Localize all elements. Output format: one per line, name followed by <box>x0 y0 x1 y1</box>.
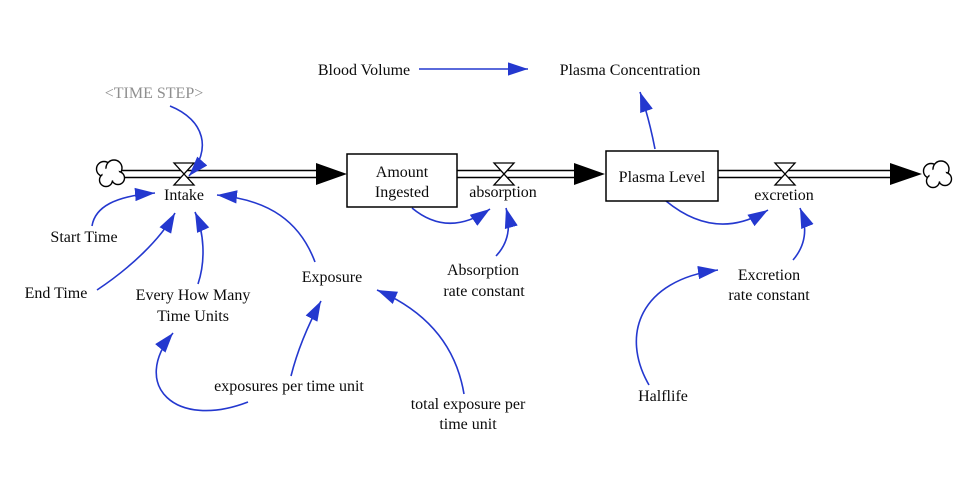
variable-time-step[interactable]: <TIME STEP> <box>105 85 204 102</box>
variable-end-time[interactable]: End Time <box>25 285 88 302</box>
variable-excretion-rate-line2: rate constant <box>728 287 810 304</box>
stock-plasma-level[interactable]: Plasma Level <box>605 150 719 202</box>
link-end-time-to-intake[interactable] <box>96 212 176 291</box>
stock-plasma-level-label: Plasma Level <box>619 169 706 186</box>
variable-start-time[interactable]: Start Time <box>50 229 117 246</box>
stock-amount-ingested-label-line2: Ingested <box>375 184 429 201</box>
variable-absorption-rate-line1: Absorption <box>447 262 519 279</box>
link-exposures-per-time-unit-to-every-how-many[interactable] <box>155 332 249 412</box>
variable-excretion-rate-line1: Excretion <box>738 267 800 284</box>
flow-label-intake[interactable]: Intake <box>164 187 204 204</box>
link-time-step-to-intake[interactable] <box>169 105 208 177</box>
link-exposures-per-time-unit-to-exposure[interactable] <box>290 300 322 377</box>
flow-arrowhead-into-sink <box>890 163 922 185</box>
variable-absorption-rate-constant[interactable]: Absorption rate constant <box>443 262 525 300</box>
variable-every-how-many-line2: Time Units <box>157 308 229 325</box>
cloud-sink-icon[interactable] <box>922 160 953 189</box>
variable-plasma-concentration[interactable]: Plasma Concentration <box>560 62 701 79</box>
cloud-source-icon[interactable] <box>95 159 126 188</box>
stock-amount-ingested[interactable]: Amount Ingested <box>346 153 458 208</box>
stock-amount-ingested-label-line1: Amount <box>376 164 429 181</box>
variable-total-exposure-line1: total exposure per <box>411 396 526 413</box>
link-excretion-rate-constant-to-excretion[interactable] <box>792 207 814 261</box>
variable-absorption-rate-line2: rate constant <box>443 283 525 300</box>
link-exposure-to-intake[interactable] <box>216 190 316 263</box>
link-amount-ingested-to-absorption[interactable] <box>411 207 491 226</box>
variable-excretion-rate-constant[interactable]: Excretion rate constant <box>728 267 810 304</box>
link-every-how-many-to-intake[interactable] <box>194 211 210 285</box>
variable-blood-volume[interactable]: Blood Volume <box>318 62 410 79</box>
valve-excretion-icon[interactable] <box>773 162 797 186</box>
flow-label-absorption[interactable]: absorption <box>469 184 537 201</box>
link-total-exposure-to-exposure[interactable] <box>376 289 465 395</box>
flow-label-excretion[interactable]: excretion <box>754 187 814 204</box>
variable-exposure[interactable]: Exposure <box>302 269 362 286</box>
flow-arrowhead-into-amount-ingested <box>316 163 347 185</box>
link-start-time-to-intake[interactable] <box>91 187 156 227</box>
link-halflife-to-excretion-rate-constant[interactable] <box>635 265 719 386</box>
variable-total-exposure-per-time-unit[interactable]: total exposure per time unit <box>411 396 526 433</box>
link-absorption-rate-constant-to-absorption[interactable] <box>495 207 518 257</box>
flow-pipe-intake <box>121 169 317 179</box>
variable-total-exposure-line2: time unit <box>439 416 497 433</box>
variable-every-how-many-line1: Every How Many <box>136 287 251 304</box>
flow-arrowhead-into-plasma-level <box>574 163 605 185</box>
variable-halflife[interactable]: Halflife <box>638 388 688 405</box>
flow-pipe-absorption <box>457 169 576 179</box>
flow-pipe-excretion <box>718 169 892 179</box>
valve-absorption-icon[interactable] <box>492 162 516 186</box>
variable-exposures-per-time-unit[interactable]: exposures per time unit <box>214 378 364 395</box>
link-plasma-level-to-excretion[interactable] <box>665 200 769 227</box>
link-plasma-level-to-plasma-concentration[interactable] <box>639 91 656 150</box>
variable-every-how-many-time-units[interactable]: Every How Many Time Units <box>136 287 251 325</box>
